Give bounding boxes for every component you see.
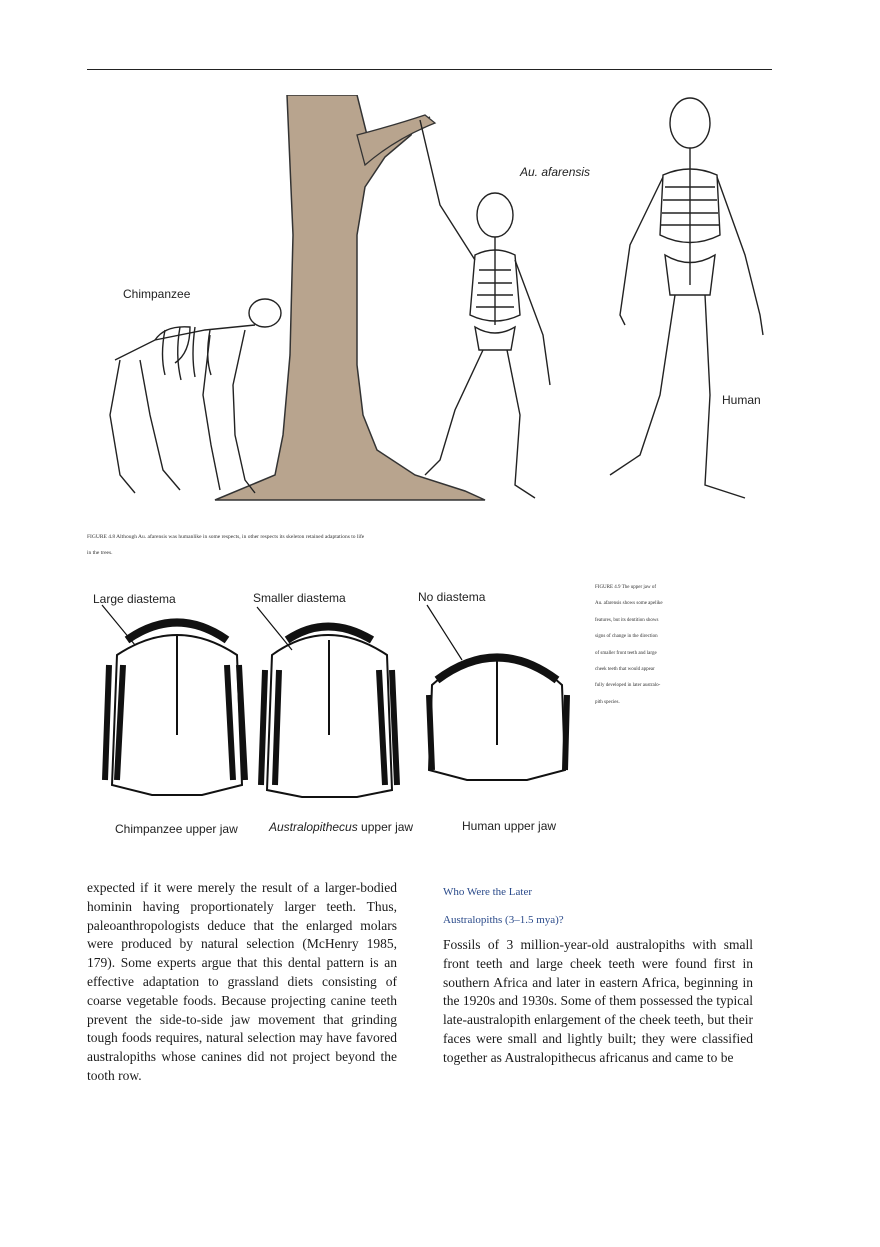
chimp-jaw-label: Chimpanzee upper jaw (115, 822, 238, 836)
figure8-caption-line2: in the trees. (87, 550, 113, 556)
figure9-caption-line: FIGURE 4.9 The upper jaw of (595, 585, 657, 590)
figure-skeletons: Chimpanzee Au. afarensis Human (95, 95, 785, 515)
right-column: Fossils of 3 million-year-old australopi… (443, 936, 753, 1068)
figure8-caption: FIGURE 4.8 Although Au. afarensis was hu… (87, 529, 397, 561)
smaller-diastema-label: Smaller diastema (253, 591, 346, 605)
left-column: expected if it were merely the result of… (87, 879, 397, 1086)
figure9-caption-line: pith species. (595, 699, 620, 705)
large-diastema-label: Large diastema (93, 592, 176, 606)
figure9-caption: FIGURE 4.9 The upper jaw of Au. afarensi… (595, 580, 680, 711)
smaller-diastema-leader (256, 606, 293, 651)
chimp-label: Chimpanzee (123, 287, 191, 301)
chimpanzee-skeleton (109, 298, 282, 494)
header-rule (87, 69, 772, 70)
skeletons-illustration: Chimpanzee Au. afarensis Human (109, 95, 764, 501)
figure9-caption-line: cheek teeth that would appear (595, 667, 655, 673)
right-paragraph: Fossils of 3 million-year-old australopi… (443, 937, 753, 1065)
figure9-caption-line: signs of change in the direction (595, 634, 658, 640)
section-heading: Who Were the Later Australopiths (3–1.5 … (443, 878, 643, 934)
left-paragraph: expected if it were merely the result of… (87, 880, 397, 1083)
figure8-caption-line1: FIGURE 4.8 Although Au. afarensis was hu… (87, 534, 365, 540)
australopithecus-jaw (258, 622, 400, 798)
figure9-caption-line: Au. afarensis shows some apelike (595, 601, 663, 607)
human-label: Human (722, 393, 761, 407)
afarensis-label: Au. afarensis (519, 165, 590, 179)
section-heading-line2: Australopiths (3–1.5 mya)? (443, 914, 564, 926)
figure-upper-jaws: Large diastema Smaller diastema No diast… (87, 585, 572, 840)
australopithecus-jaw-label: Australopithecus upper jaw (268, 820, 413, 834)
afarensis-skeleton (419, 119, 551, 499)
human-skeleton (609, 97, 764, 499)
jaws-illustration: Large diastema Smaller diastema No diast… (93, 590, 570, 836)
large-diastema-leader (101, 604, 136, 646)
no-diastema-label: No diastema (418, 590, 486, 604)
human-jaw-label: Human upper jaw (462, 819, 556, 833)
tree-illustration (214, 95, 486, 501)
section-heading-line1: Who Were the Later (443, 886, 533, 898)
no-diastema-leader (426, 604, 463, 661)
figure9-caption-line: of smaller front teeth and large (595, 650, 657, 656)
chimp-jaw (102, 618, 248, 796)
figure9-caption-line: features, but its dentition shows (595, 617, 659, 623)
figure9-caption-line: fully developed in later australo- (595, 683, 661, 689)
human-jaw (426, 653, 570, 781)
